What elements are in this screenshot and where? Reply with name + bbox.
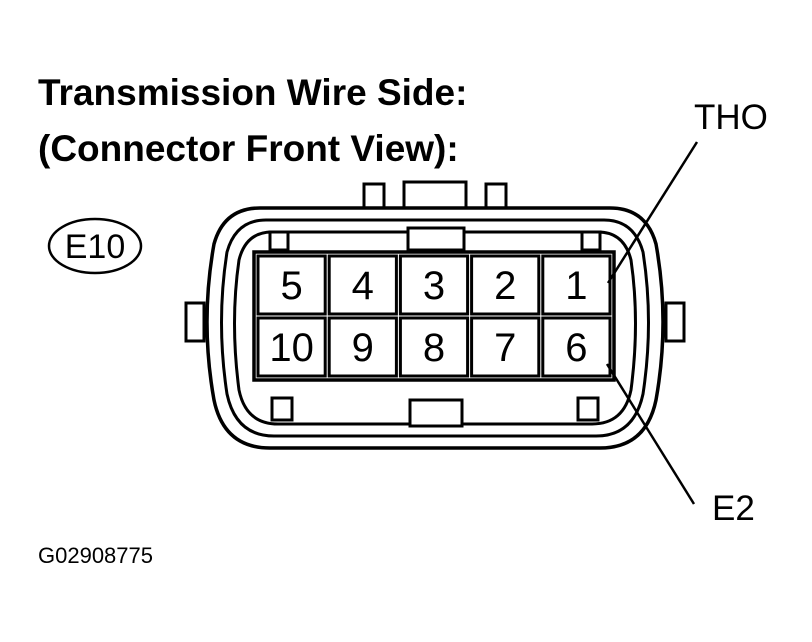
housing-middle bbox=[220, 218, 650, 438]
pin-cell bbox=[398, 254, 470, 316]
pin-cell bbox=[327, 254, 398, 316]
pin-cell bbox=[541, 254, 612, 316]
pin-cell bbox=[256, 316, 327, 378]
pin-cell bbox=[470, 316, 541, 378]
pin-number: 10 bbox=[269, 326, 314, 370]
pin-number: 2 bbox=[494, 264, 516, 308]
tho-leader-line bbox=[606, 141, 699, 284]
key-top-center bbox=[406, 226, 466, 252]
connector-code-text: E10 bbox=[65, 228, 126, 266]
pin-cell bbox=[541, 316, 612, 378]
pin-number: 1 bbox=[565, 264, 587, 308]
housing-keys bbox=[268, 226, 602, 428]
pin-number: 6 bbox=[565, 326, 587, 370]
e2-callout-label: E2 bbox=[712, 489, 755, 528]
diagram-title-line1: Transmission Wire Side: bbox=[38, 72, 468, 113]
pin-cell bbox=[398, 316, 470, 378]
key-top-right bbox=[580, 230, 602, 252]
figure-id: G02908775 bbox=[38, 543, 153, 568]
pin-number: 5 bbox=[280, 264, 302, 308]
pin-number: 3 bbox=[423, 264, 445, 308]
pin-cell bbox=[256, 254, 327, 316]
side-tab-left bbox=[184, 301, 206, 343]
pin-cell bbox=[470, 254, 541, 316]
e2-leader-line bbox=[605, 363, 696, 505]
pin-number: 8 bbox=[423, 326, 445, 370]
diagram-title-line2: (Connector Front View): bbox=[38, 128, 459, 169]
key-bottom-center bbox=[408, 398, 464, 428]
pin-number: 4 bbox=[352, 264, 374, 308]
key-bottom-left bbox=[270, 396, 294, 422]
key-bottom-right bbox=[576, 396, 600, 422]
key-top-left bbox=[268, 230, 290, 252]
pin-number: 7 bbox=[494, 326, 516, 370]
connector-code-oval bbox=[47, 217, 143, 275]
connector-code-badge: E10 bbox=[47, 217, 143, 275]
tho-callout-label: THO bbox=[694, 98, 768, 137]
pin-cells: 5 4 3 2 1 10 9 8 7 6 bbox=[256, 254, 612, 378]
side-tab-right bbox=[664, 301, 686, 343]
pin-number: 9 bbox=[352, 326, 374, 370]
pin-cell bbox=[327, 316, 398, 378]
housing-inner bbox=[233, 230, 637, 426]
